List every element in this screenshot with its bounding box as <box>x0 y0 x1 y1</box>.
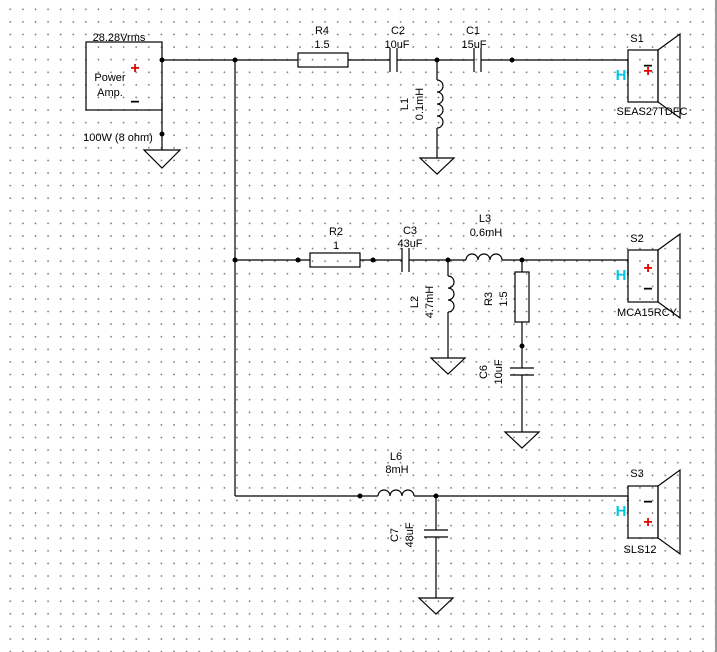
c2-name: C2 <box>391 25 405 37</box>
r4-value: 1.5 <box>314 39 329 51</box>
c3-value: 43uF <box>397 238 422 250</box>
l1-name: L1 <box>399 98 411 110</box>
resistor-r2[interactable]: R2 1 <box>309 226 361 268</box>
s2-model: MCA15RCY <box>617 307 678 319</box>
capacitor-c6[interactable]: C6 10uF <box>478 359 534 385</box>
capacitor-c7[interactable]: C7 48uF <box>389 496 448 548</box>
s2-plus-icon: + <box>643 260 652 277</box>
s1-h-icon: H <box>616 67 627 84</box>
s2-h-icon: H <box>616 267 627 284</box>
r2-name: R2 <box>329 226 343 238</box>
r2-value: 1 <box>333 240 339 252</box>
r3-value: 1.5 <box>498 291 510 306</box>
s1-plus-icon: + <box>643 63 652 80</box>
ground-symbol <box>417 597 455 615</box>
c1-value: 15uF <box>461 39 486 51</box>
inductor-l2[interactable]: L2 4.7mH <box>409 260 455 358</box>
s2-name: S2 <box>630 233 643 245</box>
amp-label-line2: Amp. <box>97 87 123 99</box>
inductor-l6[interactable]: L6 8mH <box>377 451 415 497</box>
c7-value: 48uF <box>404 522 416 547</box>
c7-name: C7 <box>389 528 401 542</box>
amp-minus-icon: − <box>130 94 139 111</box>
r4-name: R4 <box>315 25 329 37</box>
l6-name: L6 <box>390 451 402 463</box>
resistor-r3[interactable]: R3 1.5 <box>483 260 530 323</box>
c6-value: 10uF <box>493 359 505 384</box>
ground-symbol <box>503 431 541 449</box>
c3-name: C3 <box>403 225 417 237</box>
r3-name: R3 <box>483 292 495 306</box>
c2-value: 10uF <box>384 39 409 51</box>
speaker-s2[interactable]: + − H S2 MCA15RCY <box>616 232 681 320</box>
speaker-s3[interactable]: − + H S3 SLS12 <box>616 468 681 556</box>
l2-value: 4.7mH <box>424 286 436 318</box>
amp-rating-label: 100W (8 ohm) <box>83 132 153 144</box>
s1-name: S1 <box>630 33 643 45</box>
s1-model: SEAS27TDFC <box>617 106 688 118</box>
l2-name: L2 <box>409 296 421 308</box>
power-amplifier[interactable]: 28.28Vrms Power Amp. + − 100W (8 ohm) <box>83 32 163 144</box>
inductor-l3[interactable]: L3 0.6mH <box>465 213 503 261</box>
s3-h-icon: H <box>616 503 627 520</box>
resistor-r4[interactable]: R4 1.5 <box>297 25 349 68</box>
s2-minus-icon: − <box>643 281 652 298</box>
inductor-l1[interactable]: L1 0.1mH <box>399 60 444 158</box>
s3-model: SLS12 <box>623 544 656 556</box>
amp-label-line1: Power <box>94 72 126 84</box>
c1-name: C1 <box>466 25 480 37</box>
l3-name: L3 <box>479 213 491 225</box>
s3-name: S3 <box>630 468 643 480</box>
amp-plus-icon: + <box>130 60 139 77</box>
capacitor-c2[interactable]: C2 10uF <box>384 25 410 72</box>
ground-symbol <box>418 157 456 175</box>
l1-value: 0.1mH <box>414 88 426 120</box>
ground-symbol <box>429 357 467 375</box>
l6-value: 8mH <box>385 464 408 476</box>
amp-ground <box>142 102 182 169</box>
main-wires <box>159 57 378 497</box>
speaker-s1[interactable]: − + H S1 SEAS27TDFC <box>616 32 688 120</box>
s3-plus-icon: + <box>643 514 652 531</box>
s3-minus-icon: − <box>643 494 652 511</box>
capacitor-c1[interactable]: C1 15uF <box>461 25 487 72</box>
s1-minus-icon: − <box>643 58 652 75</box>
c6-name: C6 <box>478 365 490 379</box>
amp-voltage-label: 28.28Vrms <box>93 32 146 44</box>
capacitor-c3[interactable]: C3 43uF <box>397 225 423 272</box>
l3-value: 0.6mH <box>470 227 502 239</box>
